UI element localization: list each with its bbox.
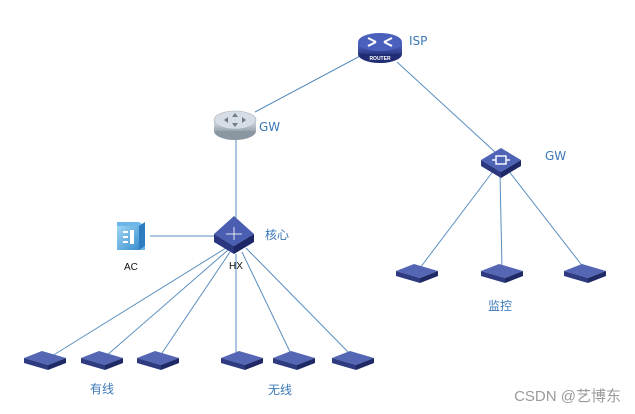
link-gw-right-monitor-3: [507, 169, 585, 269]
wireless-switch-3[interactable]: [332, 351, 374, 370]
monitor-switch-1[interactable]: [396, 264, 438, 283]
wireless-switch-1[interactable]: [221, 351, 263, 370]
router-icon: ROUTER: [358, 33, 402, 63]
link-isp-gw-left: [254, 54, 363, 113]
access-controller[interactable]: [117, 222, 145, 250]
link-gw-right-monitor-1: [419, 169, 495, 269]
gw-left-router[interactable]: [213, 110, 257, 140]
core-label: 核心: [265, 228, 289, 242]
access-controller-icon: [117, 222, 145, 250]
router-badge: ROUTER: [369, 56, 391, 62]
wired-switch-2[interactable]: [81, 351, 123, 370]
core-switch[interactable]: [214, 216, 254, 254]
link-core-wired-3: [159, 251, 231, 357]
monitor-label: 监控: [488, 299, 512, 313]
link-core-wired-2: [105, 249, 229, 357]
wireless-label: 无线: [268, 383, 292, 397]
link-gw-right-monitor-2: [499, 173, 503, 269]
wired-switch-3[interactable]: [137, 351, 179, 370]
switch-icon: [481, 148, 521, 178]
monitor-switch-2[interactable]: [481, 264, 523, 283]
watermark: CSDN @艺博东: [514, 388, 621, 405]
link-core-wireless-3: [245, 247, 353, 357]
wireless-group: [221, 351, 374, 370]
isp-label: ISP: [409, 34, 427, 48]
link-isp-gw-right: [396, 61, 496, 153]
wired-switch-1[interactable]: [24, 351, 66, 370]
core-sublabel: HX: [229, 261, 243, 272]
isp-router[interactable]: ROUTER: [358, 33, 402, 63]
link-core-wireless-2: [241, 251, 293, 357]
wired-label: 有线: [90, 382, 114, 396]
links: [51, 54, 585, 357]
wireless-switch-2[interactable]: [273, 351, 315, 370]
gw-right-switch[interactable]: [481, 148, 521, 178]
core-switch-icon: [214, 216, 254, 254]
gw-right-label: GW: [545, 149, 566, 163]
monitor-switch-3[interactable]: [564, 264, 606, 283]
gw-left-label: GW: [259, 120, 280, 134]
wired-group: [24, 351, 179, 370]
router-icon: [213, 110, 257, 140]
ac-label: AC: [124, 262, 138, 273]
monitor-group: [396, 264, 606, 283]
link-core-wired-1: [51, 247, 227, 357]
